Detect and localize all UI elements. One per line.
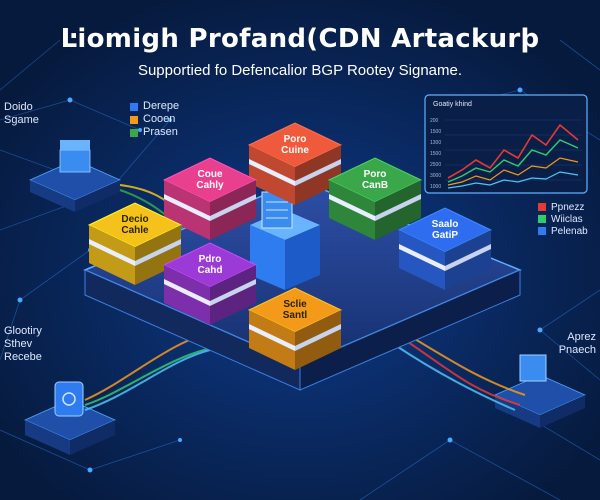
legend-item: Cooen	[130, 113, 179, 126]
dashboard-series-red	[447, 123, 579, 179]
dashboard-series-green	[447, 139, 579, 183]
node-label: Coue	[198, 169, 223, 180]
legend-item: Wiiclas	[538, 213, 588, 225]
node-stripe	[445, 244, 491, 271]
node-stripe	[164, 279, 210, 306]
node-label: Saalo	[432, 219, 459, 230]
legend-label: Cooen	[143, 113, 176, 125]
legend-label: Derepe	[143, 100, 180, 112]
dashboard-y-tick: 1500	[430, 151, 441, 157]
page-subtitle: Supportied fo Defencalior BGP Rootey Sig…	[137, 62, 463, 79]
dashboard-panel: Goatiy khind 200 1500 1300 1500 2500 3000 1000	[424, 94, 588, 194]
dashboard-y-tick: 3000	[430, 173, 441, 179]
bottom-left-device	[24, 381, 116, 455]
legend-item: Ppnezz	[538, 201, 588, 213]
left-bottom-label-line: Glootiry	[4, 325, 42, 337]
legend-item: Prasen	[130, 126, 179, 139]
node-label: Poro	[284, 134, 307, 145]
dashboard-y-tick: 2500	[430, 162, 441, 168]
legend-item: Pelenab	[538, 225, 588, 237]
node-label: Cahd	[198, 265, 223, 276]
node-stripe	[89, 239, 135, 266]
legend-swatch	[538, 227, 546, 235]
left-top-label-line: Doido	[4, 101, 33, 113]
left-top-label: Doido Sgame	[4, 101, 39, 127]
node-stripe	[249, 159, 295, 186]
legend-label: Pelenab	[551, 225, 588, 237]
node-label: GatiP	[432, 230, 458, 241]
left-bottom-label-line: Recebe	[4, 351, 42, 363]
legend-item: Derepe	[130, 100, 179, 113]
legend-swatch	[538, 215, 546, 223]
dashboard-y-tick: 1300	[430, 140, 441, 146]
node-stripe	[295, 324, 341, 351]
node-label: Cahle	[121, 225, 149, 236]
dashboard-y-tick: 1500	[430, 129, 441, 135]
right-bottom-label: Aprez Pnaech	[556, 331, 596, 357]
node-stripe	[249, 324, 295, 351]
node-label: Pdro	[199, 254, 222, 265]
legend-swatch	[130, 102, 138, 111]
legend-top: Derepe Cooen Prasen	[130, 100, 179, 139]
left-server-cluster	[29, 140, 121, 212]
legend-label: Prasen	[143, 126, 178, 138]
node-label: Santl	[283, 310, 308, 321]
legend-swatch	[130, 115, 138, 124]
node-stripe	[399, 244, 445, 271]
cdn-nodes: PoroCuineCoueCahlyPoroCanBSaaloGatiPDeci…	[87, 122, 493, 370]
node-stripe	[135, 239, 181, 266]
central-server	[250, 191, 320, 290]
left-top-label-line: Sgame	[4, 114, 39, 126]
dashboard-y-tick: 200	[430, 118, 439, 124]
legend-swatch	[538, 203, 546, 211]
node-label: Poro	[364, 169, 387, 180]
left-bottom-label: Glootiry Sthev Recebe	[4, 325, 42, 364]
node-stripe	[164, 194, 210, 221]
left-bottom-label-line: Sthev	[4, 338, 33, 350]
right-bottom-label-line: Aprez	[567, 331, 596, 343]
legend-label: Ppnezz	[551, 201, 585, 213]
dashboard-y-ticks: 200 1500 1300 1500 2500 3000 1000	[430, 118, 441, 190]
node-label: CanB	[362, 180, 388, 191]
legend-right: Ppnezz Wiiclas Pelenab	[538, 201, 588, 237]
dashboard-series-orange	[447, 157, 579, 186]
page-title: Ŀiomigh Profand(CDN Artackurþ	[60, 24, 540, 54]
legend-label: Wiiclas	[551, 213, 583, 225]
node-stripe	[375, 194, 421, 221]
node-stripe	[295, 159, 341, 186]
node-stripe	[210, 279, 256, 306]
node-stripe	[329, 194, 375, 221]
dashboard-title: Goatiy khind	[433, 101, 472, 108]
node-stripe	[210, 194, 256, 221]
right-bottom-label-line: Pnaech	[558, 344, 596, 356]
node-label: Cuine	[281, 145, 309, 156]
node-label: Decio	[121, 214, 148, 225]
node-label: Sclie	[283, 299, 307, 310]
dashboard-series-blue	[447, 171, 579, 189]
dashboard-y-tick: 1000	[430, 184, 441, 190]
legend-swatch	[130, 128, 138, 137]
node-label: Cahly	[196, 180, 224, 191]
